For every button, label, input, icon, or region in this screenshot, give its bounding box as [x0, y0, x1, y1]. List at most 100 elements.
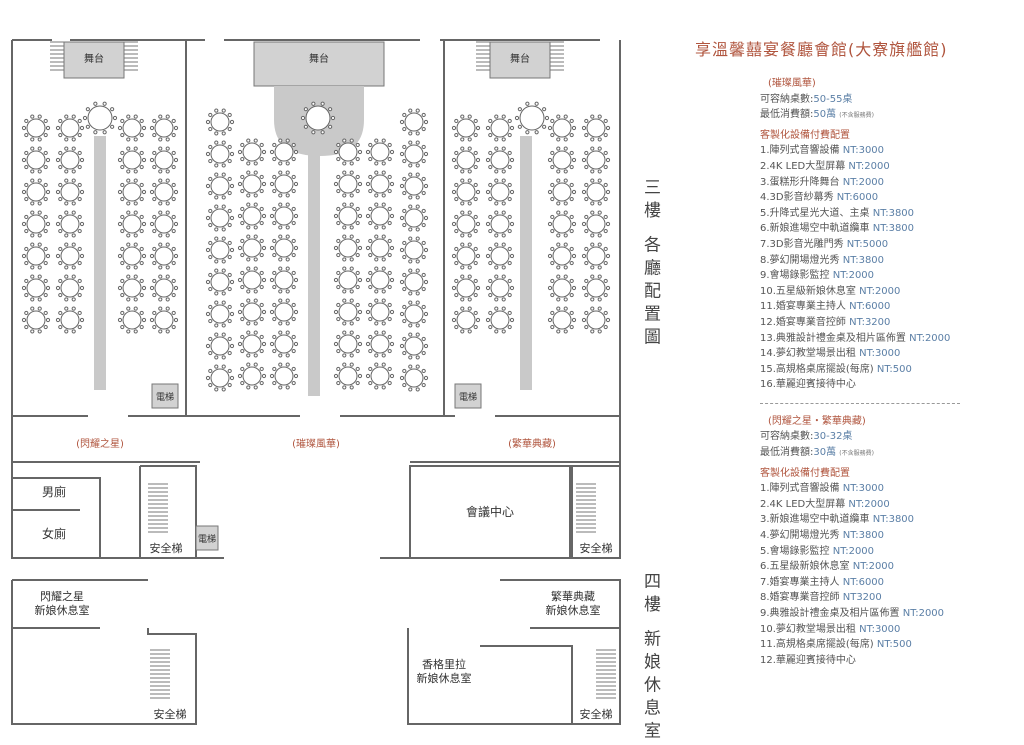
- table: [370, 142, 390, 162]
- table: [456, 310, 476, 330]
- table: [338, 142, 358, 162]
- table: [519, 105, 545, 131]
- equipment-item: 9.會場錄影監控 NT:2000: [760, 270, 875, 282]
- equipment-item: 7.3D影音光雕門秀 NT:5000: [760, 238, 889, 250]
- meeting-center-label: 會議中心: [466, 504, 514, 519]
- table: [370, 302, 390, 322]
- table: [370, 174, 390, 194]
- table: [60, 246, 80, 266]
- table: [552, 310, 572, 330]
- hall1-info: (璀璨風華) 可容納桌數:50-55桌 最低消費額:50萬 (不含服務費) 客製…: [760, 76, 1020, 668]
- table: [122, 182, 142, 202]
- table: [26, 150, 46, 170]
- table: [274, 206, 294, 226]
- hall1-capacity: 可容納桌數:50-55桌: [760, 93, 853, 105]
- table: [404, 240, 424, 260]
- equipment-item: 9.典雅設計禮金桌及相片區佈置 NT:2000: [760, 608, 945, 619]
- table: [242, 238, 262, 258]
- table: [404, 208, 424, 228]
- table: [552, 278, 572, 298]
- table: [404, 144, 424, 164]
- table: [60, 310, 80, 330]
- table: [552, 214, 572, 234]
- table: [210, 112, 230, 132]
- table: [490, 278, 510, 298]
- hall1-name: (璀璨風華): [768, 78, 816, 89]
- table: [586, 310, 606, 330]
- equipment-item: 5.升降式星光大道、主桌 NT:3800: [760, 207, 915, 219]
- equipment-item: 12.華麗迎賓接待中心: [760, 654, 856, 666]
- equipment-item: 8.夢幻開場燈光秀 NT:3800: [760, 254, 885, 266]
- floor-plan: 舞台 舞台 舞台 電梯 電梯 電梯 (閃耀之星) (璀璨風華) (繁華典藏) 男…: [11, 39, 621, 725]
- table: [242, 270, 262, 290]
- table: [210, 272, 230, 292]
- table: [122, 310, 142, 330]
- table: [242, 206, 262, 226]
- table: [122, 278, 142, 298]
- table: [154, 246, 174, 266]
- hall-right-label: (繁華典藏): [508, 437, 556, 450]
- stairs-4f-left-label: 安全梯: [154, 707, 187, 721]
- table: [60, 118, 80, 138]
- bride-right-title: 繁華典藏: [551, 589, 595, 603]
- table: [242, 142, 262, 162]
- hall-center-label: (璀璨風華): [292, 437, 340, 450]
- table: [26, 182, 46, 202]
- table: [210, 144, 230, 164]
- equipment-item: 15.高規格桌席擺設(每席) NT:500: [760, 363, 912, 375]
- equipment-item: 16.華麗迎賓接待中心: [760, 379, 856, 391]
- table: [586, 182, 606, 202]
- table: [338, 366, 358, 386]
- stage-right-label: 舞台: [510, 52, 530, 65]
- table: [26, 118, 46, 138]
- table: [60, 150, 80, 170]
- hall1-equip-head: 客製化設備付費配置: [760, 129, 850, 141]
- table: [404, 176, 424, 196]
- table: [552, 118, 572, 138]
- table: [154, 182, 174, 202]
- equipment-item: 11.婚宴專業主持人 NT:6000: [760, 301, 891, 313]
- table: [60, 278, 80, 298]
- equipment-item: 7.婚宴專業主持人 NT:6000: [760, 576, 885, 588]
- table: [210, 208, 230, 228]
- table: [370, 270, 390, 290]
- equipment-item: 3.蛋糕形升降舞台 NT:2000: [760, 176, 885, 188]
- stairs-left-label: 安全梯: [150, 541, 183, 555]
- elevator-left-label: 電梯: [156, 391, 174, 403]
- stage-center-label: 舞台: [309, 52, 329, 65]
- table: [586, 150, 606, 170]
- table: [490, 118, 510, 138]
- table: [552, 246, 572, 266]
- table: [274, 174, 294, 194]
- table: [338, 302, 358, 322]
- table: [456, 118, 476, 138]
- table: [154, 310, 174, 330]
- elevator-right-label: 電梯: [459, 391, 477, 403]
- table: [242, 174, 262, 194]
- table: [586, 214, 606, 234]
- equipment-item: 2.4K LED大型屏幕 NT:2000: [760, 498, 890, 510]
- equipment-item: 1.陣列式音響設備 NT:3000: [760, 145, 885, 157]
- bride-left-sub: 新娘休息室: [35, 603, 90, 617]
- hall2-capacity: 可容納桌數:30-32桌: [760, 431, 853, 443]
- mens-room-label: 男廁: [42, 484, 66, 499]
- bride-right-sub: 新娘休息室: [546, 603, 601, 617]
- hall2-minimum: 最低消費額:30萬 (不含服務費): [760, 447, 874, 459]
- equipment-item: 6.新娘進場空中軌道纜車 NT:3800: [760, 223, 915, 235]
- outer-wall-left: [11, 40, 224, 559]
- table: [210, 240, 230, 260]
- equipment-item: 11.高規格桌席擺設(每席) NT:500: [760, 639, 912, 651]
- table: [242, 366, 262, 386]
- table: [586, 246, 606, 266]
- table: [370, 238, 390, 258]
- hall2-equip-head: 客製化設備付費配置: [760, 467, 850, 479]
- bride-center-title: 香格里拉: [422, 657, 466, 671]
- table: [456, 182, 476, 202]
- floor3-title: 三樓 各廳配置圖: [640, 178, 660, 351]
- table: [26, 214, 46, 234]
- bride-center-sub: 新娘休息室: [417, 671, 472, 685]
- equipment-item: 5.會場錄影監控 NT:2000: [760, 545, 875, 557]
- equipment-item: 1.陣列式音響設備 NT:3000: [760, 483, 885, 495]
- table: [305, 105, 331, 131]
- table: [404, 336, 424, 356]
